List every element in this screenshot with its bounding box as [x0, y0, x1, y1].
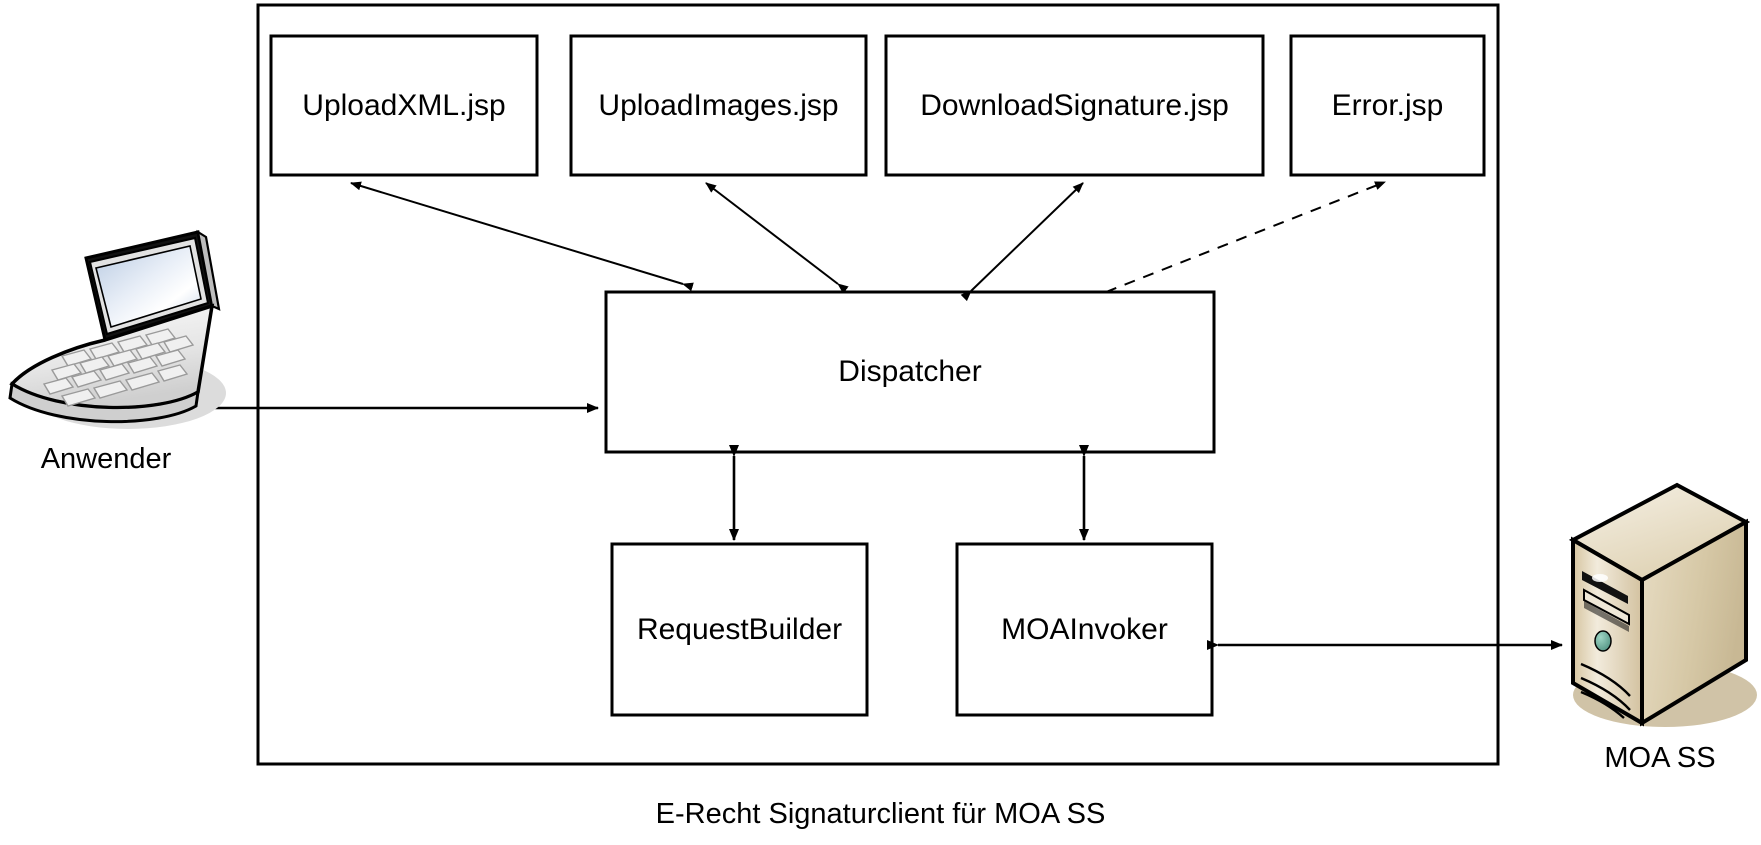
edge-dispatcher-uploadxml [350, 181, 694, 292]
node-box-error[interactable] [1289, 34, 1486, 177]
node-box-uploadimages[interactable] [569, 34, 868, 177]
actor-label-moass: MOA SS [1604, 742, 1716, 774]
laptop-icon [8, 229, 226, 429]
actor-label-anwender: Anwender [40, 443, 172, 475]
node-box-requestbuilder[interactable] [610, 542, 869, 717]
server-icon [1568, 482, 1757, 727]
server-led-icon [1594, 630, 1612, 652]
node-box-moainvoker[interactable] [955, 542, 1214, 717]
edge-dispatcher-error [1105, 181, 1386, 293]
edge-dispatcher-uploadimages [705, 182, 849, 294]
node-box-downloadsignature[interactable] [884, 34, 1265, 177]
system-boundary [256, 3, 1500, 766]
node-box-uploadxml[interactable] [269, 34, 539, 177]
node-box-dispatcher[interactable] [604, 290, 1216, 454]
diagram-caption: E-Recht Signaturclient für MOA SS [655, 798, 1106, 830]
edge-dispatcher-downloadsignature [960, 182, 1084, 302]
